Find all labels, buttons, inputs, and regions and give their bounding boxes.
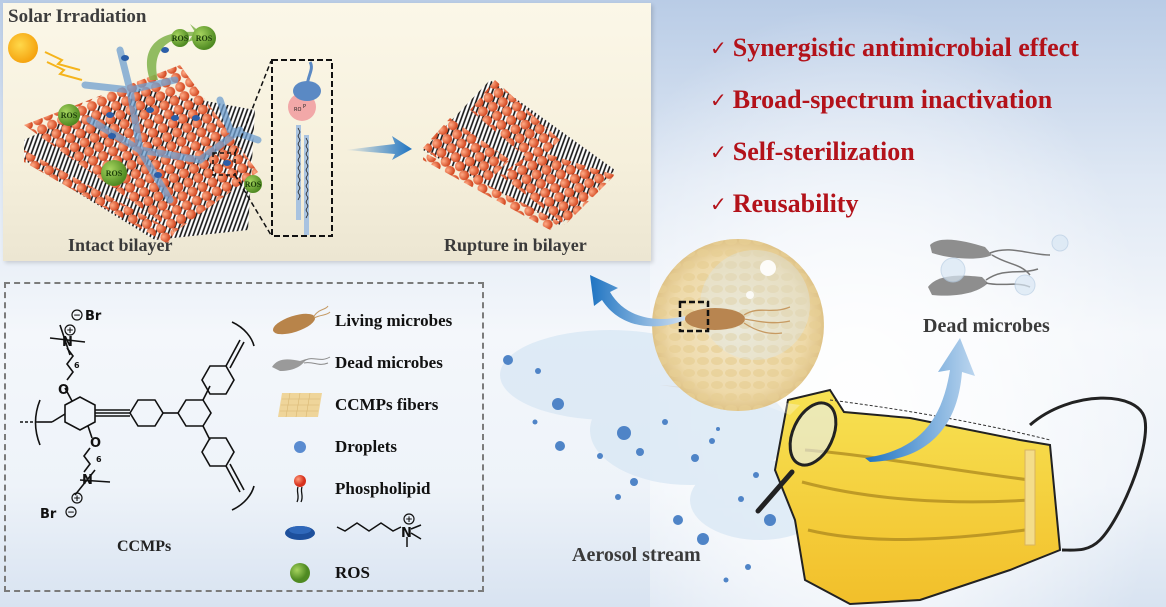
ccmps-fiber-icon (265, 389, 335, 421)
svg-text:+: + (73, 494, 81, 504)
feature-text: Reusability (732, 189, 859, 218)
svg-text:RO: RO (294, 107, 301, 113)
phospholipid-zoom-inset: RO P (271, 59, 333, 237)
svg-text:ROS: ROS (172, 34, 189, 43)
magnifying-glass-icon (755, 401, 838, 514)
light-ray-icon (44, 51, 83, 81)
magnified-fiber-view (652, 239, 824, 411)
legend-item-ros: ROS (265, 552, 452, 594)
feature-item: ✓ Self-sterilization (710, 126, 1079, 178)
svg-text:−: − (67, 508, 75, 518)
ros-spheres: ROS ROS ROS ROS ROS (58, 26, 262, 193)
quaternary-ammonium-icon (265, 515, 335, 547)
ccmps-label: CCMPs (117, 538, 172, 555)
legend-list: Living microbes Dead microbes CCMPs fibe… (265, 300, 452, 594)
check-icon: ✓ (710, 192, 727, 216)
feature-item: ✓ Reusability (710, 178, 1079, 230)
svg-text:ROS: ROS (61, 111, 78, 120)
face-mask (773, 388, 1062, 606)
magnifier-cone (660, 385, 800, 415)
living-microbe-magnified (685, 306, 791, 335)
svg-text:N: N (62, 335, 73, 350)
mechanism-illustration: ROS ROS ROS ROS ROS RO P (8, 24, 615, 244)
release-arrow (865, 338, 975, 462)
droplet-icon (265, 431, 335, 463)
legend-item-ccmps-fibers: CCMPs fibers (265, 384, 452, 426)
ammonium-groups (106, 47, 231, 178)
dead-microbe-icon (265, 347, 335, 379)
svg-text:6: 6 (96, 455, 102, 464)
feature-text: Broad-spectrum inactivation (732, 85, 1053, 114)
aerosol-stream-label: Aerosol stream (572, 544, 701, 566)
svg-text:N: N (82, 473, 93, 488)
intact-bilayer-label: Intact bilayer (68, 235, 173, 255)
legend-box (4, 282, 484, 592)
legend-item-droplets: Droplets (265, 426, 452, 468)
check-icon: ✓ (710, 140, 727, 164)
svg-text:+: + (66, 326, 74, 336)
mechanism-link-arrow (590, 275, 685, 327)
ruptured-bilayer (423, 80, 615, 230)
mask-pleats (801, 448, 1031, 541)
aerosol-droplets (503, 355, 776, 583)
solar-irradiation-title: Solar Irradiation (8, 6, 147, 27)
svg-text:ROS: ROS (106, 169, 123, 178)
dead-microbes-illustration (928, 234, 1069, 296)
mask-ear-loop (1029, 396, 1148, 552)
svg-text:O: O (90, 436, 101, 451)
ros-sphere-icon (265, 557, 335, 589)
legend-item-dead-microbes: Dead microbes (265, 342, 452, 384)
zoom-target-box (212, 152, 236, 176)
svg-text:ROS: ROS (196, 34, 213, 43)
ros-release-arrow (147, 24, 205, 80)
svg-text:N: N (401, 526, 412, 541)
svg-text:P: P (303, 104, 306, 110)
rupture-arrow (345, 136, 412, 160)
svg-text:ROS: ROS (245, 180, 262, 189)
svg-text:Br: Br (40, 507, 57, 522)
sun-icon (8, 33, 38, 63)
legend-item-quaternary-ammonium: N + (265, 510, 452, 552)
legend-item-living-microbes: Living microbes (265, 300, 452, 342)
phospholipid-icon (265, 473, 335, 505)
ccmp-chemical-structure: O O N N Br Br 6 6 − + − + (20, 309, 255, 522)
alkyl-ammonium-structure: N + (336, 513, 422, 547)
check-icon: ✓ (710, 88, 727, 112)
living-microbe-icon (265, 305, 335, 337)
feature-item: ✓ Broad-spectrum inactivation (710, 74, 1079, 126)
feature-item: ✓ Synergistic antimicrobial effect (710, 22, 1079, 74)
dead-microbes-label: Dead microbes (923, 315, 1050, 337)
svg-text:6: 6 (74, 361, 80, 370)
feature-text: Synergistic antimicrobial effect (732, 33, 1079, 62)
check-icon: ✓ (710, 36, 727, 60)
feature-list: ✓ Synergistic antimicrobial effect ✓ Bro… (710, 22, 1079, 230)
feature-text: Self-sterilization (732, 137, 915, 166)
svg-text:+: + (405, 515, 413, 525)
rupture-bilayer-label: Rupture in bilayer (444, 235, 587, 255)
legend-item-phospholipid: Phospholipid (265, 468, 452, 510)
svg-text:O: O (58, 383, 69, 398)
microbe-target-box (678, 300, 710, 333)
svg-text:−: − (73, 311, 81, 321)
svg-text:Br: Br (85, 309, 102, 324)
